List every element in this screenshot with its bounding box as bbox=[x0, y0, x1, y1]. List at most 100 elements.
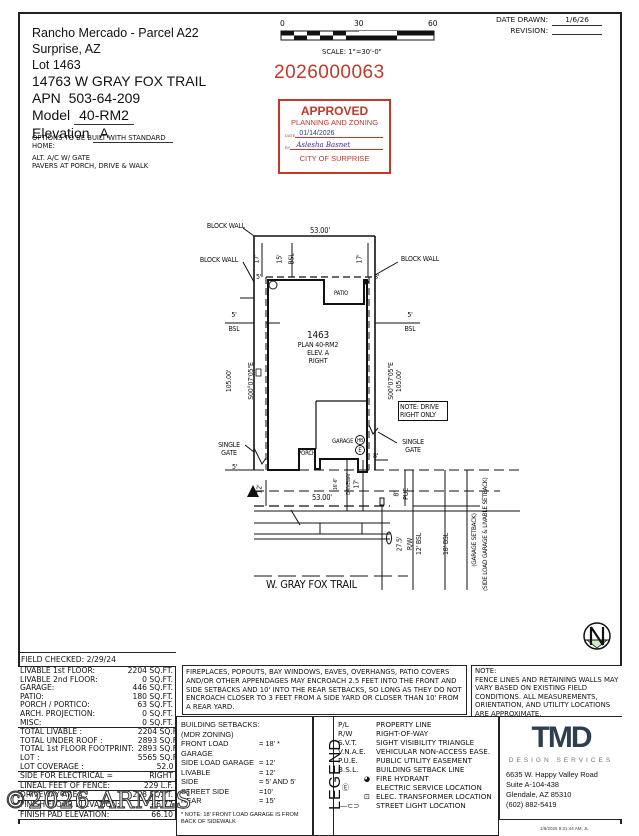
approval-stamp: APPROVED PLANNING AND ZONING DATE 01/14/… bbox=[278, 99, 391, 174]
sheet-border bbox=[18, 12, 622, 824]
stamp-title: APPROVED bbox=[300, 104, 369, 118]
address-line: Suite A-104-438 bbox=[506, 780, 560, 789]
apn-label: APN bbox=[32, 90, 61, 106]
street-name: W. GRAY FOX TRAIL bbox=[266, 578, 357, 591]
rear-dim-left: 17' bbox=[252, 254, 261, 264]
setback-row: FRONT LOAD GARAGE= 18' * bbox=[181, 739, 280, 758]
encroachment-note: FIREPLACES, POPOUTS, BAY WINDOWS, EAVES,… bbox=[182, 665, 467, 715]
rw-dim: 27.5' bbox=[395, 536, 404, 552]
depth-right: 105.00' bbox=[395, 369, 404, 393]
table-row: LOT :5565 SQ.FT. bbox=[20, 752, 184, 762]
street-light-icon: —⊂⊃ bbox=[340, 801, 360, 810]
side-dim-left: 5' bbox=[256, 273, 262, 281]
table-row: FINISH FLOOR ELEVATION:66.77 bbox=[18, 799, 175, 810]
electric-label: E bbox=[358, 447, 362, 454]
front-dim-right: 8' bbox=[373, 452, 379, 460]
setbacks-zoning: (MDR ZONING) bbox=[181, 729, 234, 739]
bsl-12-label: 12' BSL bbox=[415, 532, 424, 556]
table-row: TOTAL 1st FLOOR FOOTPRINT:2893 SQ.FT. bbox=[20, 744, 184, 754]
legend-item: —⊂⊃STREET LIGHT LOCATION bbox=[340, 801, 466, 810]
transformer-icon: ⊡ bbox=[363, 792, 370, 801]
project-name: Rancho Mercado - Parcel A22 bbox=[32, 26, 199, 40]
lot-width-top: 53.00' bbox=[310, 226, 330, 235]
block-wall-label: BLOCK WALL bbox=[199, 256, 239, 264]
scale-bar: 0 30 60 SCALE: 1"=30'-0" bbox=[280, 19, 440, 56]
block-wall-label: BLOCK WALL bbox=[400, 255, 440, 263]
single-gate-label: SINGLE GATE bbox=[402, 438, 424, 454]
pue-dim: 8' bbox=[392, 491, 401, 497]
table-row: TOTAL LIVABLE :2204 SQ.FT. bbox=[20, 727, 184, 737]
table-row: LINEAL FEET OF FENCE:229 L.F. bbox=[18, 780, 175, 791]
depth-left: 105.00' bbox=[225, 369, 234, 393]
porch-label: PORCH bbox=[298, 450, 316, 457]
driveway-depth: 17' bbox=[352, 479, 361, 489]
patio-label: PATIO bbox=[334, 290, 349, 297]
area-table-livable: LIVABLE 1st FLOOR:2204 SQ.FT. LIVABLE 2n… bbox=[18, 666, 175, 727]
elevation-label: Elevation bbox=[32, 125, 90, 141]
orientation-label: RIGHT bbox=[308, 357, 328, 365]
table-row: TOTAL UNDER ROOF :2893 SQ.FT. bbox=[20, 735, 184, 745]
field-checked-label: FIELD CHECKED: bbox=[21, 655, 85, 664]
stamp-dept: PLANNING AND ZONING bbox=[290, 118, 379, 127]
north-arrow-icon bbox=[583, 622, 611, 650]
single-gate-label: SINGLE GATE bbox=[218, 441, 240, 457]
side-bsl-label: BSL bbox=[228, 325, 240, 333]
side-bsl-left: 5' bbox=[231, 311, 237, 319]
table-row: LIVABLE 1st FLOOR:2204 SQ.FT. bbox=[20, 666, 173, 675]
permit-number: 2026000063 bbox=[274, 62, 385, 83]
print-stamp: 1/8/2026 9:31:44 AM, JL bbox=[540, 826, 589, 831]
setback-row: SIDE LOAD GARAGE= 12' bbox=[181, 758, 276, 767]
fence-note-text: FENCE LINES AND RETAINING WALLS MAY VARY… bbox=[475, 675, 619, 718]
lot-number: Lot 1463 bbox=[32, 58, 81, 72]
address-line: Glendale, AZ 85310 bbox=[506, 790, 572, 799]
pue-label: PUE bbox=[401, 488, 410, 500]
project-city: Surprise, AZ bbox=[32, 42, 101, 56]
elev-label: ELEV. A bbox=[307, 349, 329, 357]
side-bsl-label: BSL bbox=[404, 325, 416, 333]
date-drawn-value: 1/6/26 bbox=[552, 15, 603, 26]
company-phone: (602) 882-5419 bbox=[506, 800, 557, 809]
table-row: LIVABLE 2nd FLOOR:0 SQ.FT. bbox=[20, 674, 173, 684]
model-value: 40-RM2 bbox=[74, 107, 135, 125]
setback-row: SIDE= 5' AND 5' bbox=[181, 777, 296, 786]
driveway-width: 16'-6" bbox=[333, 477, 340, 491]
revision-value bbox=[552, 26, 603, 35]
table-row: SIDE FOR ELECTRICAL =RIGHT bbox=[18, 771, 175, 782]
address: 14763 W GRAY FOX TRAIL bbox=[32, 73, 207, 89]
front-12-dim: 12' bbox=[255, 484, 264, 494]
rear-dim-right: 17' bbox=[355, 254, 364, 264]
company-block: TMD DESIGN SERVICES 6635 W. Happy Valley… bbox=[499, 716, 622, 820]
stamp-signature: Aslesha Basnet bbox=[290, 141, 383, 150]
table-row: PORCH / PORTICO:63 SQ.FT. bbox=[20, 700, 173, 710]
lot-width-bottom: 53.00' bbox=[312, 493, 332, 502]
fence-note: NOTE: FENCE LINES AND RETAINING WALLS MA… bbox=[471, 665, 622, 721]
table-row: GARAGE:446 SQ.FT. bbox=[20, 683, 173, 693]
legend-item: B.S.L.BUILDING SETBACK LINE bbox=[338, 765, 465, 774]
model: Model 40-RM2 bbox=[32, 107, 206, 125]
fire-hydrant-icon bbox=[247, 485, 259, 497]
watermark: ©2026 ARMLS bbox=[3, 788, 193, 815]
model-label: Model bbox=[32, 107, 71, 123]
table-row: FINISH PAD ELEVATION:66.10 bbox=[20, 809, 173, 819]
options-block: OPTIONS TO BE BUILT WITH STANDARD HOME: … bbox=[32, 134, 172, 170]
table-row: MISC:0 SQ.FT. bbox=[20, 717, 173, 727]
options-title: OPTIONS TO BE BUILT WITH STANDARD HOME: bbox=[32, 134, 166, 150]
date-drawn-label: DATE DRAWN: bbox=[496, 15, 549, 24]
setbacks-title: BUILDING SETBACKS: bbox=[181, 720, 260, 729]
elevation: Elevation A bbox=[32, 125, 206, 143]
lot-number-label: 1463 bbox=[306, 330, 330, 341]
rear-bsl-label: BSL bbox=[287, 253, 296, 265]
setback-row: STREET SIDE=10' bbox=[181, 786, 273, 796]
bearing-right: S00°07'05"E bbox=[386, 362, 395, 400]
stamp-date: 01/14/2026 bbox=[295, 130, 383, 138]
hose-bib-label: HB bbox=[356, 438, 364, 444]
revision-block: DATE DRAWN:1/6/26 REVISION: bbox=[496, 15, 603, 36]
table-row: DRIVEWAY AREA :298 SQ.FT. bbox=[18, 790, 175, 801]
bsl-18-note: (GARAGE SETBACK) bbox=[469, 513, 478, 567]
setbacks-note: * NOTE: 18' FRONT LOAD GARAGE IS FROM BA… bbox=[181, 811, 299, 825]
revision-label: REVISION: bbox=[510, 26, 549, 35]
option-item: PAVERS AT PORCH, DRIVE & WALK bbox=[32, 162, 149, 170]
stamp-date-label: DATE bbox=[285, 133, 296, 138]
